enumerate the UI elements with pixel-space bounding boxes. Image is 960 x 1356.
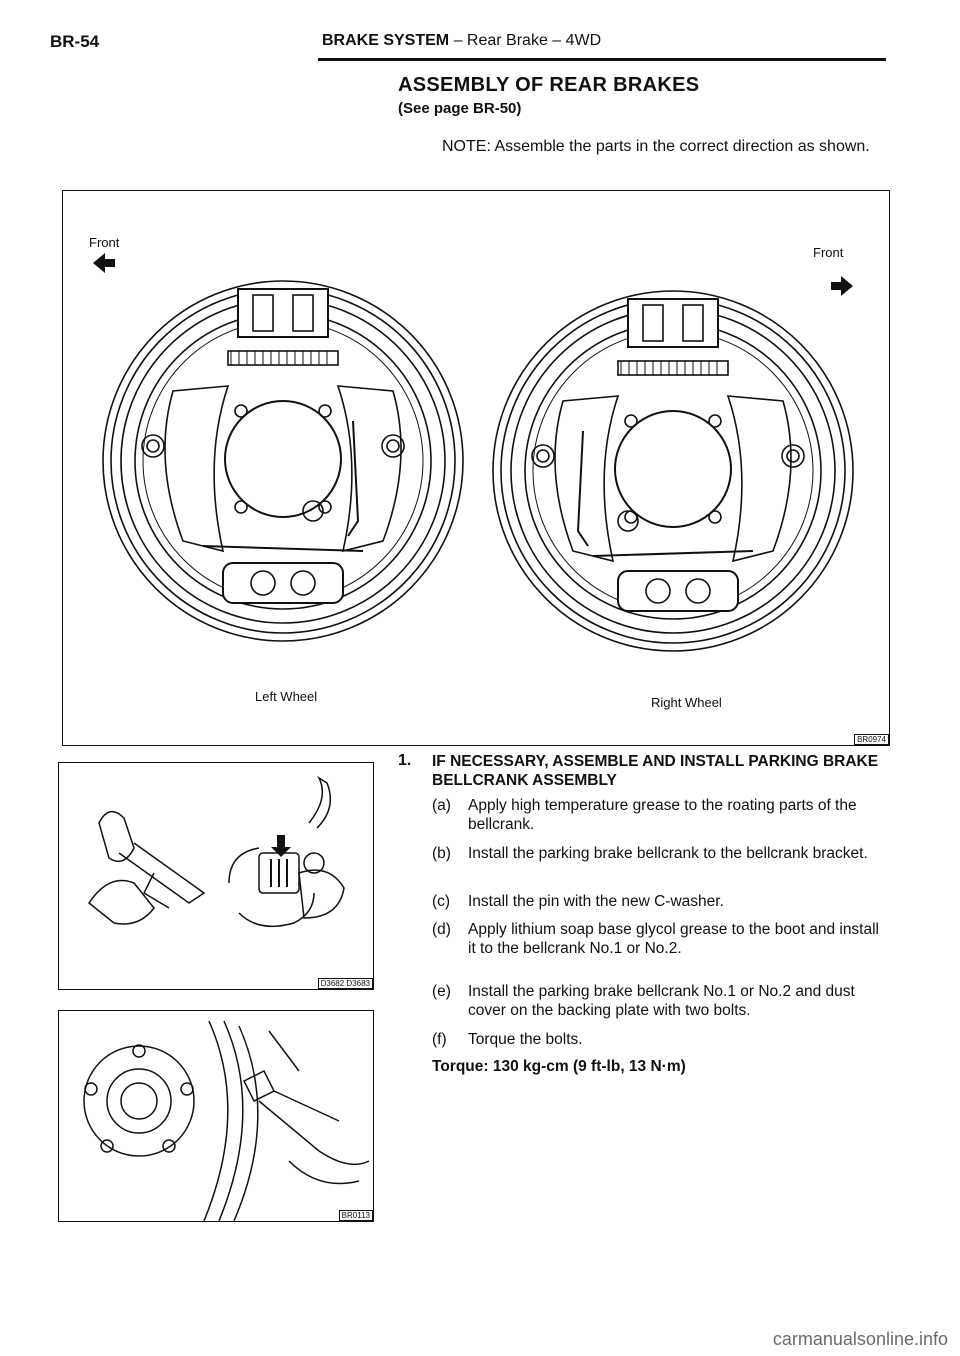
substep-e: (e) Install the parking brake bellcrank … [432,982,884,1022]
bellcrank-figure: D3682 D3683 [58,762,374,990]
torque-spec: Torque: 130 kg-cm (9 ft-lb, 13 N·m) [432,1058,686,1075]
bolts-figure-code: BR0113 [338,1210,373,1221]
front-arrow-left-icon [93,253,115,273]
substep-label: (c) [432,893,451,910]
substep-text: Install the parking brake bellcrank No.1… [468,983,855,1019]
left-wheel-drawing [102,280,464,642]
step-title: IF NECESSARY, ASSEMBLE AND INSTALL PARKI… [432,753,879,789]
front-arrow-right-icon [831,276,853,296]
substep-label: (e) [432,983,451,1000]
header-title: BRAKE SYSTEM – Rear Brake – 4WD [322,32,601,50]
substep-label: (a) [432,797,451,814]
substep-d: (d) Apply lithium soap base glycol greas… [432,920,884,960]
substep-text: Install the parking brake bellcrank to t… [468,845,868,862]
substep-b: (b) Install the parking brake bellcrank … [432,844,884,884]
bolts-drawing [83,1020,370,1222]
right-wheel-caption: Right Wheel [651,695,722,710]
section-subtitle: (See page BR-50) [398,100,522,117]
rear-brake-diagram: Front Front Left Wheel Right Wheel BR097… [62,190,890,746]
substep-c: (c) Install the pin with the new C-washe… [432,892,884,912]
step-number: 1. [398,752,412,769]
front-label-right: Front [813,245,844,260]
substep-text: Torque the bolts. [468,1031,583,1048]
left-wheel-caption: Left Wheel [255,689,318,704]
substep-text: Apply lithium soap base glycol grease to… [468,921,879,957]
bolts-figure: BR0113 [58,1010,374,1222]
note-text: NOTE: Assemble the parts in the correct … [442,138,870,155]
bellcrank-figure-code: D3682 D3683 [317,978,373,989]
substep-label: (d) [432,921,451,938]
figure-code: BR0974 [854,734,889,745]
header-subsection: – Rear Brake – 4WD [449,32,602,49]
header-rule [318,58,886,61]
right-wheel-drawing [492,290,854,652]
front-label-left: Front [89,235,120,250]
substep-text: Install the pin with the new C-washer. [468,893,724,910]
header-section: BRAKE SYSTEM [322,32,450,49]
substep-label: (b) [432,845,451,862]
substep-a: (a) Apply high temperature grease to the… [432,796,884,836]
section-title: ASSEMBLY OF REAR BRAKES [398,74,700,96]
watermark: carmanualsonline.info [772,1329,948,1349]
down-arrow-icon [271,835,291,857]
bellcrank-drawing [87,775,345,928]
substep-f: (f) Torque the bolts. [432,1030,884,1050]
brake-drawings [93,253,854,652]
substep-text: Apply high temperature grease to the roa… [468,797,857,833]
page-code: BR-54 [50,32,100,51]
substep-label: (f) [432,1031,447,1048]
